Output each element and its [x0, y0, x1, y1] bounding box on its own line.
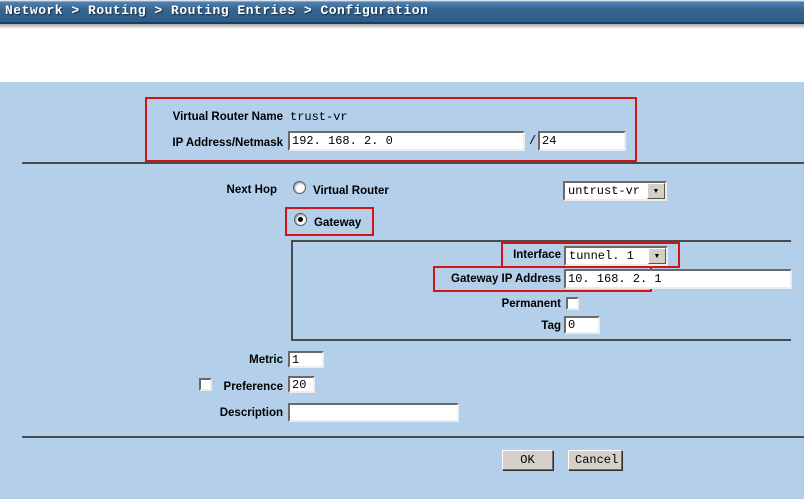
chevron-down-icon[interactable]: ▼	[647, 183, 665, 199]
next-hop-label: Next Hop	[226, 184, 277, 196]
preference-input[interactable]	[288, 376, 315, 393]
cancel-button[interactable]: Cancel	[568, 450, 622, 470]
description-label: Description	[219, 407, 283, 419]
tag-label: Tag	[541, 320, 561, 332]
permanent-label: Permanent	[501, 298, 561, 310]
netmask-input[interactable]	[538, 131, 626, 151]
next-hop-virtual-router-select-value: untrust-vr	[568, 184, 641, 198]
gateway-section-frame	[291, 240, 791, 341]
breadcrumb-bar	[0, 0, 804, 24]
ip-address-input[interactable]	[288, 131, 525, 151]
ip-netmask-label: IP Address/Netmask	[172, 137, 283, 149]
metric-label: Metric	[249, 354, 283, 366]
netmask-separator: /	[529, 134, 537, 148]
next-hop-gateway-radio[interactable]	[294, 213, 307, 226]
gateway-ip-label: Gateway IP Address	[451, 273, 561, 285]
gateway-ip-input[interactable]	[564, 269, 792, 289]
next-hop-gateway-option-label: Gateway	[314, 217, 362, 229]
preference-checkbox[interactable]	[199, 378, 212, 391]
header-fade	[0, 24, 804, 29]
description-input[interactable]	[288, 403, 459, 422]
ok-button[interactable]: OK	[502, 450, 553, 470]
interface-select-value: tunnel. 1	[569, 249, 634, 263]
config-panel	[0, 82, 804, 499]
metric-input[interactable]	[288, 351, 324, 368]
divider-top	[22, 162, 804, 164]
divider-bottom	[22, 436, 804, 438]
next-hop-virtual-router-option-label: Virtual Router	[313, 185, 389, 197]
preference-label: Preference	[223, 381, 283, 393]
permanent-checkbox[interactable]	[566, 297, 579, 310]
interface-select[interactable]: tunnel. 1 ▼	[564, 246, 668, 266]
next-hop-virtual-router-radio[interactable]	[293, 181, 306, 194]
tag-input[interactable]	[564, 316, 600, 334]
breadcrumb: Network > Routing > Routing Entries > Co…	[5, 3, 429, 18]
interface-label: Interface	[513, 249, 561, 261]
chevron-down-icon[interactable]: ▼	[648, 248, 666, 264]
virtual-router-name-value: trust-vr	[290, 110, 348, 124]
virtual-router-name-label: Virtual Router Name	[172, 111, 283, 123]
next-hop-virtual-router-select[interactable]: untrust-vr ▼	[563, 181, 667, 201]
